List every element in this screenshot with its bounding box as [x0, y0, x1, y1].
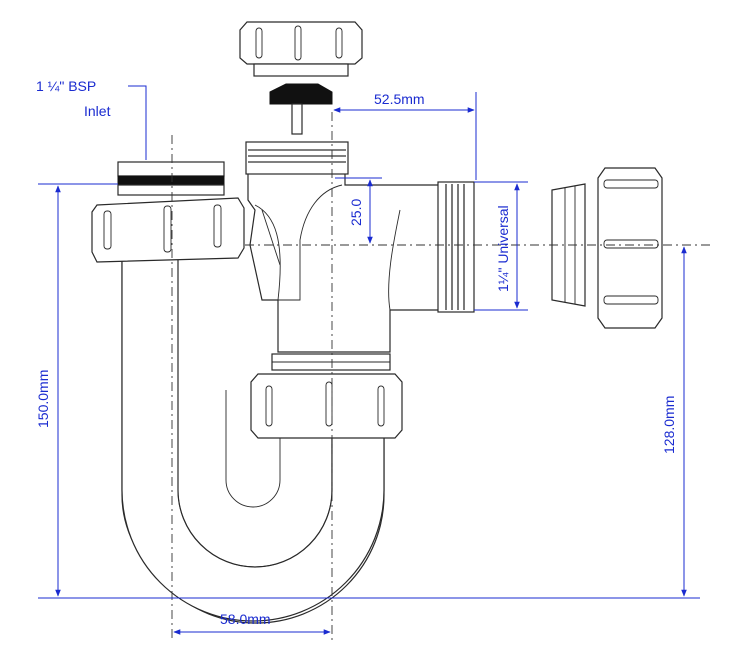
inlet-leader	[128, 85, 147, 160]
lower-union-nut	[250, 353, 403, 439]
inlet-label-line2: Inlet	[84, 103, 111, 119]
dim-label-height-right: 128.0mm	[661, 396, 677, 454]
dim-label-width: 58.0mm	[220, 611, 271, 627]
top-cap	[239, 21, 363, 77]
inlet-nut	[91, 161, 245, 263]
trap-body-upper	[245, 141, 441, 353]
plug-valve	[269, 83, 333, 135]
outlet-union-nut	[597, 167, 663, 329]
inlet-label-line1: 1 ¼" BSP	[36, 78, 96, 94]
dim-label-height-left: 150.0mm	[35, 370, 51, 428]
dim-label-seal: 25.0	[348, 199, 364, 226]
dim-label-outlet: 1¼" Universal	[495, 205, 511, 292]
outlet-spigot	[437, 181, 475, 313]
u-bend	[121, 257, 385, 624]
dim-label-top: 52.5mm	[374, 91, 425, 107]
